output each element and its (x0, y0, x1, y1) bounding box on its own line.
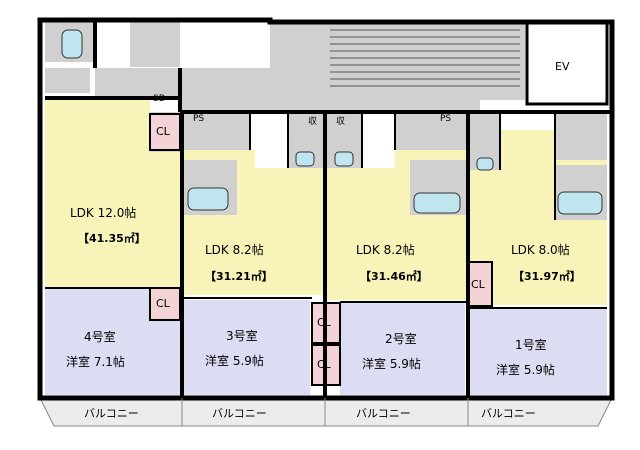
unit3-room-number: 3号室 (226, 329, 258, 343)
unit3-ldk-label: LDK 8.2帖 (205, 243, 264, 257)
storage-label-unit2: 収 (336, 117, 346, 127)
unit4-room-number: 4号室 (84, 330, 116, 344)
unit3-area: 【31.21㎡】 (205, 270, 273, 283)
unit4-bathtub (61, 29, 83, 59)
unit1-room-number: 1号室 (515, 338, 547, 352)
balcony-label-unit1: バルコニー (481, 407, 536, 420)
toilets (295, 151, 494, 171)
unit1-ldk-label: LDK 8.0帖 (511, 243, 570, 257)
shoe-box-label: SB (153, 94, 165, 104)
unit3-bedroom (182, 300, 310, 395)
elevator-label: EV (555, 60, 570, 73)
closet-label-unit3: CL (317, 316, 331, 329)
unit4-area: 【41.35㎡】 (78, 232, 146, 245)
unit2-room-number: 2号室 (385, 332, 417, 346)
unit2-bedroom-label: 洋室 5.9帖 (362, 357, 421, 371)
unit1-bedroom-label: 洋室 5.9帖 (496, 363, 555, 377)
staircase (330, 29, 520, 87)
unit4-ldk (45, 98, 182, 288)
unit4-toilet (45, 68, 90, 93)
walls (37, 17, 615, 401)
unit2-ldk-label: LDK 8.2帖 (356, 243, 415, 257)
balcony-label-unit3: バルコニー (212, 407, 267, 420)
unit4-bedroom-label: 洋室 7.1帖 (66, 355, 125, 369)
closet-label-unit4-top: CL (156, 125, 170, 138)
unit1-area: 【31.97㎡】 (513, 270, 581, 283)
bathtubs (187, 187, 603, 215)
closet-label-unit2: CL (317, 358, 331, 371)
unit1-bedroom (470, 308, 607, 395)
pipe-space-label-unit3: PS (193, 114, 205, 124)
balcony-dividers (181, 398, 469, 426)
pipe-space-label-unit2: PS (440, 114, 452, 124)
closet-label-unit4: CL (156, 297, 170, 310)
unit2-bedroom (340, 303, 465, 395)
unit2-area: 【31.46㎡】 (360, 270, 428, 283)
unit4-washroom (130, 22, 180, 67)
unit3-bedroom-label: 洋室 5.9帖 (205, 354, 264, 368)
balcony-label-unit2: バルコニー (356, 407, 411, 420)
closet-label-unit1: CL (471, 278, 485, 291)
storage-label-unit3: 収 (308, 117, 318, 127)
bedrooms (45, 288, 607, 395)
balcony-label-unit4: バルコニー (84, 407, 139, 420)
unit4-ldk-label: LDK 12.0帖 (70, 206, 137, 220)
